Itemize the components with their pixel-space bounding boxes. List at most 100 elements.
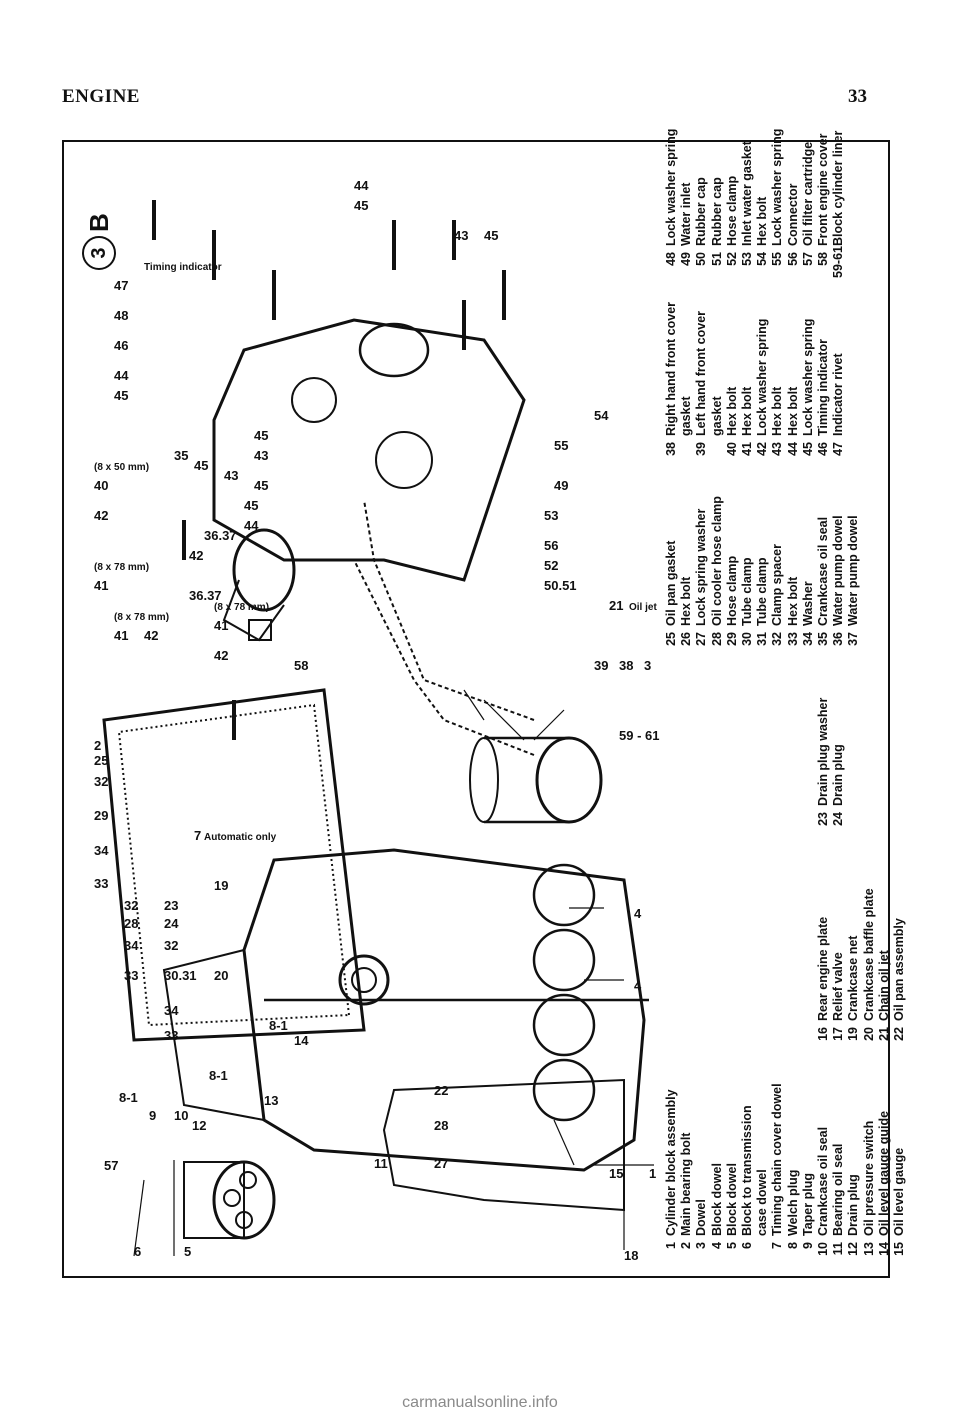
rear-engine-plate: [382, 1078, 625, 1212]
callout-24: 24: [164, 916, 179, 931]
legend-item-text: Water inlet: [679, 182, 694, 246]
callout-20: 20: [214, 968, 228, 983]
callout-45f: 45: [484, 228, 498, 243]
legend-item-number: 9: [800, 1242, 815, 1249]
callout-44a: 44: [244, 518, 259, 533]
legend-item-text: Oil level gauge guide: [876, 1110, 891, 1236]
callout-6: 6: [134, 1244, 141, 1259]
legend-item-text: Lock spring washer: [694, 508, 709, 626]
legend-item-text: Timing chain cover dowel: [770, 1083, 785, 1236]
legend-item-number: 41: [740, 442, 755, 456]
legend-item: 44 Hex bolt: [786, 302, 801, 468]
legend-item-number: 11: [831, 1242, 846, 1256]
legend-item-text: Crankcase net: [846, 935, 861, 1021]
watermark: carmanualsonline.info: [402, 1394, 558, 1411]
hex-bolts: [152, 200, 506, 740]
legend-item-number: 33: [785, 632, 800, 646]
callout-59-61: 59 - 61: [619, 728, 659, 743]
callout-45a: 45: [194, 458, 208, 473]
legend-item-number: 48: [664, 252, 678, 266]
callout-21: 21: [609, 598, 623, 613]
legend-item-number: 32: [770, 632, 785, 646]
legend-item-number: 8: [785, 1242, 800, 1249]
crankcase-oil-seal: [338, 954, 390, 1006]
legend-item-number: 34: [800, 632, 815, 646]
legend-item-text: Water pump dowel: [831, 515, 846, 626]
callout-42a: 42: [214, 648, 228, 663]
callout-10: 10: [174, 1108, 188, 1123]
section-title: ENGINE: [62, 86, 140, 107]
legend-item-number: 5: [724, 1242, 739, 1249]
callout-52: 52: [544, 558, 558, 573]
callout-18: 18: [624, 1248, 638, 1263]
legend-item-number: 10: [816, 1242, 831, 1256]
legend-item-text: Oil filter cartridge: [800, 141, 815, 246]
legend-item-text: Oil pressure switch: [861, 1120, 876, 1236]
legend-item-text: Front engine cover: [816, 133, 831, 246]
rotated-figure: 3 B: [64, 129, 906, 1280]
legend-item-text: Hex bolt: [785, 386, 800, 436]
callout-2: 2: [94, 738, 101, 753]
callout-8b: 8-1: [209, 1068, 228, 1083]
legend-item: 49 Water inlet: [679, 129, 694, 278]
legend-item-number: 44: [785, 442, 800, 456]
cylinder-bores: [532, 863, 596, 1122]
legend-item-number: 51: [709, 252, 724, 266]
legend-item-text: Crankcase oil seal: [816, 516, 831, 626]
legend-item-text: Oil level gauge: [892, 1147, 907, 1236]
legend-item-number: 47: [831, 442, 846, 456]
legend-item-number: 31: [755, 632, 770, 646]
automatic-only-note: Automatic only: [204, 832, 277, 843]
callout-28b: 28: [124, 916, 138, 931]
callout-36-37a: 36.37: [189, 588, 222, 603]
legend-item-number: 58: [816, 252, 831, 266]
legend-item: gasket: [679, 302, 694, 468]
callout-47: 47: [114, 278, 128, 293]
callout-30-31: 30.31: [164, 968, 197, 983]
oil-filter-cartridge: [183, 1160, 276, 1240]
oil-jet-label: Oil jet: [629, 602, 657, 613]
legend-item-number: 19: [846, 1027, 861, 1041]
callout-44b: 44: [114, 368, 129, 383]
callout-45g: 45: [354, 198, 368, 213]
callout-45d: 45: [254, 428, 268, 443]
callout-32b: 32: [124, 898, 138, 913]
legend-item-text: Cylinder block assembly: [664, 1089, 678, 1236]
callout-34b: 34: [124, 938, 139, 953]
legend-item: 33 Hex bolt: [786, 496, 801, 658]
legend-item-text: Hex bolt: [785, 576, 800, 626]
legend-item-text: Left hand front cover: [694, 310, 709, 436]
legend-item-text: Block to transmission: [740, 1105, 755, 1236]
callout-43c: 43: [454, 228, 468, 243]
legend-item-text: Block dowel: [709, 1163, 724, 1236]
callout-28: 28: [434, 1118, 448, 1133]
size-40: (8 x 50 mm): [94, 462, 149, 473]
callout-42b: 42: [189, 548, 203, 563]
legend-item-number: 45: [800, 442, 815, 456]
legend-item-text: Washer: [800, 581, 815, 626]
callout-44c: 44: [354, 178, 369, 193]
legend-item-number: 49: [679, 252, 694, 266]
legend-item-number: 56: [785, 252, 800, 266]
legend-item-text: Welch plug: [785, 1169, 800, 1236]
callout-1: 1: [649, 1166, 656, 1181]
